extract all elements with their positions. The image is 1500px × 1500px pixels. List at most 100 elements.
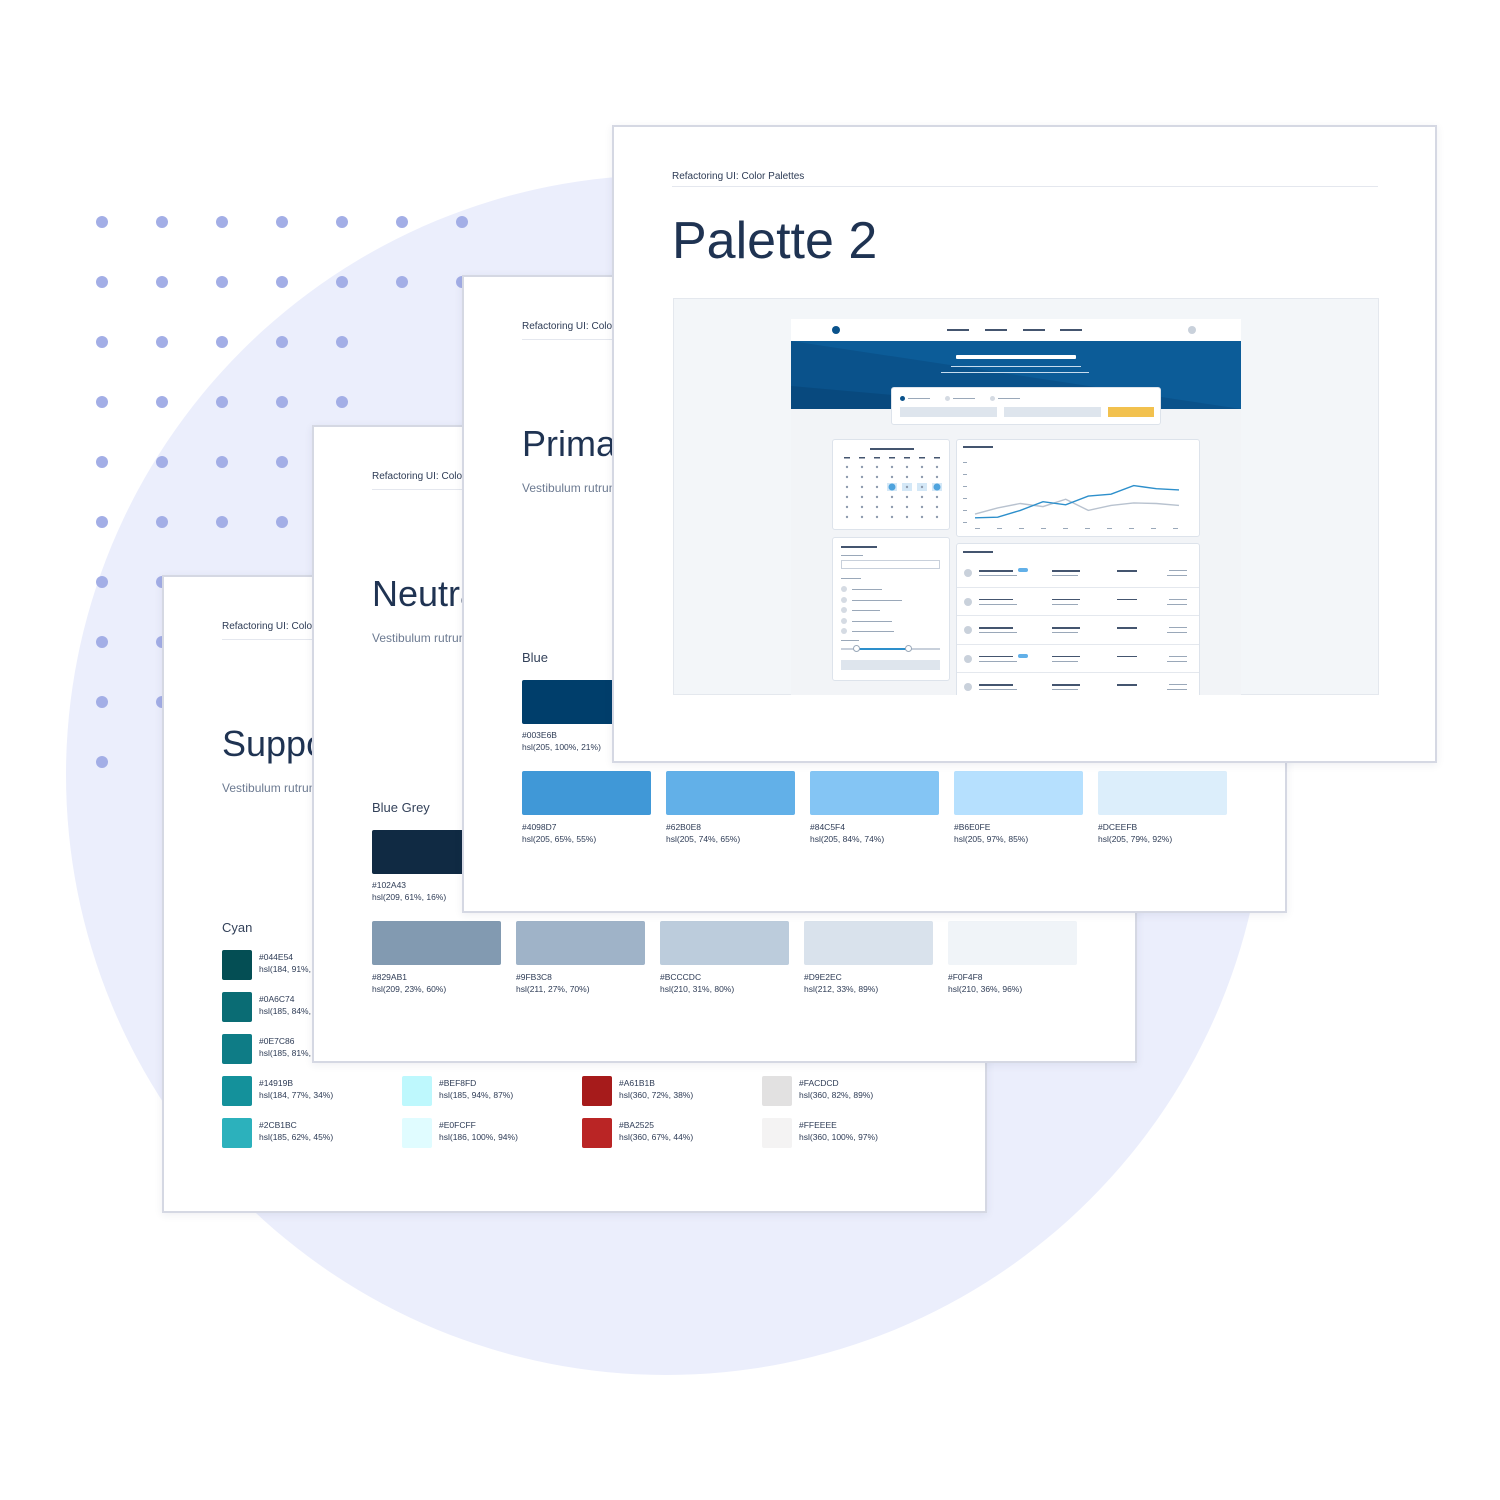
swatch-hsl: hsl(185, 62%, 45%) <box>259 1132 334 1142</box>
swatch-hex: #BEF8FD <box>439 1078 477 1088</box>
logo-dot-icon <box>832 326 840 334</box>
calendar-day <box>935 515 939 519</box>
x-tick <box>1019 528 1024 529</box>
dot <box>276 276 288 288</box>
x-tick <box>1173 528 1178 529</box>
weekday-label <box>889 457 895 459</box>
radio-icon <box>945 396 950 401</box>
dot <box>216 276 228 288</box>
calendar-day <box>860 495 864 499</box>
calendar-day <box>920 475 924 479</box>
swatch-hex: #BCCCDC <box>660 972 702 982</box>
swatch-hex: #FACDCD <box>799 1078 839 1088</box>
checkbox-label <box>852 620 892 622</box>
mockup-table-card <box>956 543 1200 695</box>
color-swatch <box>222 1034 252 1064</box>
row-action <box>1169 655 1187 657</box>
dot <box>276 216 288 228</box>
calendar-day <box>845 495 849 499</box>
row-divider <box>957 643 1199 645</box>
hero-heading <box>956 355 1076 359</box>
dot <box>96 276 108 288</box>
filter-label <box>841 640 859 641</box>
calendar-title <box>870 448 914 450</box>
checkbox-label <box>852 631 894 632</box>
dot <box>96 216 108 228</box>
swatch-hsl: hsl(205, 65%, 55%) <box>522 834 597 844</box>
nav-link <box>1060 329 1082 331</box>
color-swatch <box>954 771 1083 815</box>
filter-title <box>841 546 877 548</box>
swatch-hsl: hsl(184, 91%, 17%) <box>259 964 334 974</box>
search-button <box>1108 407 1154 417</box>
row-action-sub <box>1167 632 1187 633</box>
calendar-day <box>875 505 879 509</box>
calendar-day <box>845 515 849 519</box>
calendar-day <box>905 505 909 509</box>
calendar-day <box>860 505 864 509</box>
hero-subtext <box>941 372 1089 373</box>
selected-day <box>933 483 941 491</box>
checkbox-label <box>852 610 880 611</box>
calendar-day <box>920 485 924 489</box>
ui-mockup-preview <box>673 298 1379 695</box>
color-swatch <box>222 1118 252 1148</box>
calendar-day <box>920 505 924 509</box>
swatch-hex: #4098D7 <box>522 822 557 832</box>
weekday-label <box>859 457 865 459</box>
calendar-day <box>845 505 849 509</box>
tab-label <box>908 398 930 399</box>
row-cell <box>1052 684 1080 686</box>
swatch-hsl: hsl(209, 61%, 16%) <box>372 892 447 902</box>
calendar-day <box>920 495 924 499</box>
swatch-hex: #62B0E8 <box>666 822 701 832</box>
row-cell <box>1117 570 1137 572</box>
swatch-hex: #F0F4F8 <box>948 972 983 982</box>
chart-series-line <box>974 498 1180 515</box>
row-cell <box>1052 655 1080 657</box>
color-swatch <box>402 1118 432 1148</box>
swatch-hsl: hsl(205, 74%, 65%) <box>666 834 741 844</box>
weekday-label <box>904 457 910 459</box>
color-swatch <box>402 1076 432 1106</box>
row-avatar-icon <box>964 683 972 691</box>
calendar-day <box>920 515 924 519</box>
checkbox-label <box>852 599 902 601</box>
dot <box>156 336 168 348</box>
hero-subtext <box>951 366 1081 367</box>
section-label-blue-grey: Blue Grey <box>372 800 430 815</box>
x-tick <box>1129 528 1134 529</box>
row-name <box>979 598 1013 600</box>
row-avatar-icon <box>964 597 972 606</box>
swatch-hsl: hsl(360, 72%, 38%) <box>619 1090 694 1100</box>
row-action-sub <box>1167 575 1187 576</box>
breadcrumb: Refactoring UI: Color Palettes <box>522 321 655 332</box>
swatch-hex: #102A43 <box>372 880 407 890</box>
radio-icon <box>900 396 905 401</box>
swatch-hex: #14919B <box>259 1078 294 1088</box>
mockup-calendar-card <box>832 439 950 530</box>
swatch-hex: #0E7C86 <box>259 1036 295 1046</box>
row-action <box>1169 684 1187 685</box>
swatch-hsl: hsl(185, 81%, 29%) <box>259 1048 334 1058</box>
row-subtext <box>979 689 1017 690</box>
breadcrumb: Refactoring UI: Color Palettes <box>372 471 505 482</box>
dot <box>156 396 168 408</box>
dot <box>396 216 408 228</box>
row-name <box>979 627 1013 629</box>
calendar-day <box>875 485 879 489</box>
row-badge <box>1018 568 1028 572</box>
row-action-sub <box>1167 689 1187 690</box>
dot <box>216 336 228 348</box>
slider-handle <box>853 645 860 652</box>
weekday-label <box>844 457 850 459</box>
row-action-sub <box>1167 660 1187 662</box>
palette-2-page: Refactoring UI: Color Palettes Palette 2 <box>612 125 1437 763</box>
tab-label <box>998 398 1020 399</box>
filter-input <box>841 560 940 569</box>
swatch-hsl: hsl(185, 94%, 87%) <box>439 1090 514 1100</box>
dot <box>156 216 168 228</box>
chart-series-line <box>974 484 1180 519</box>
color-swatch <box>582 1076 612 1106</box>
color-swatch <box>762 1118 792 1148</box>
